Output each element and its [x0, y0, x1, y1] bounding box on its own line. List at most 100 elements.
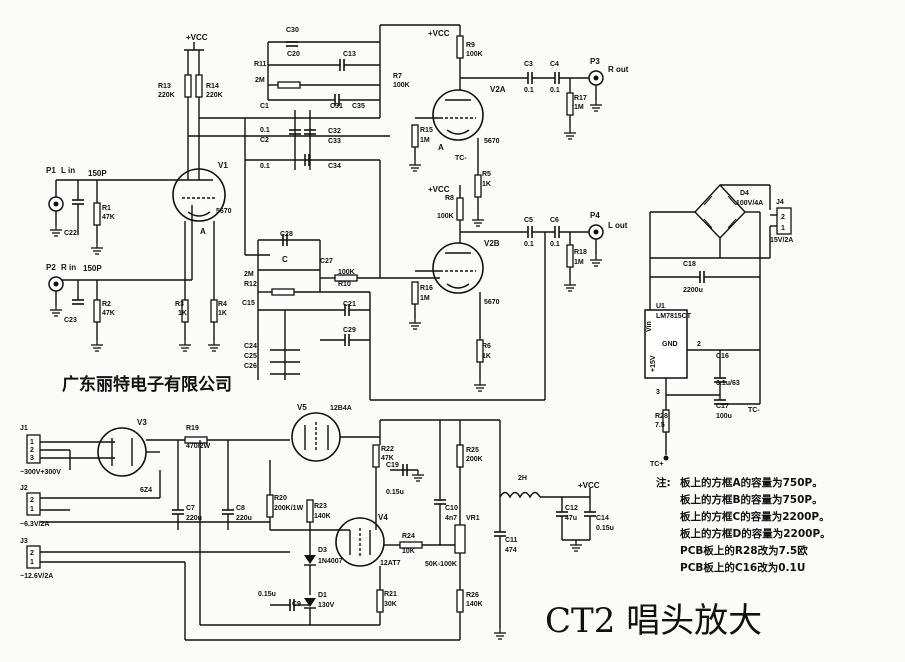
c17-value: 100u: [716, 413, 732, 420]
r2-value: 47K: [102, 310, 115, 317]
r15-label: R15: [420, 127, 433, 134]
c5-value: 0.1: [524, 241, 534, 248]
j1-pin-1: 1: [30, 439, 34, 446]
v3-type-label: 6Z4: [140, 487, 152, 494]
c14-value: 0.15u: [596, 525, 614, 532]
c26-label: C26: [244, 363, 257, 370]
c3-value: 0.1: [524, 87, 534, 94]
c27-label: C27: [320, 258, 333, 265]
r9-label: R9: [466, 42, 475, 49]
d1-value: 130V: [318, 602, 335, 609]
r24-label: R24: [402, 533, 415, 540]
r6-value: 1K: [482, 353, 491, 360]
v2b-stage: [408, 185, 604, 400]
r14-value: 220K: [206, 92, 223, 99]
j4-pin-1: 1: [781, 225, 785, 232]
r25-label: R25: [466, 447, 479, 454]
r18-label: R18: [574, 249, 587, 256]
v3-label: V3: [137, 418, 147, 427]
c33-label: C33: [328, 138, 341, 145]
c3-label: C3: [524, 61, 533, 68]
c9-value: 0.15u: [258, 591, 276, 598]
c6-label: C6: [550, 217, 559, 224]
v1-type-label: 5670: [216, 208, 232, 215]
r12-value: 2M: [244, 271, 254, 278]
p2-label: P2: [46, 263, 56, 272]
c7-value: 220u: [186, 515, 202, 522]
riaa-network-top: [244, 24, 460, 279]
r22-label: R22: [381, 446, 394, 453]
r22-value: 47K: [381, 455, 394, 462]
j2-pin-1: 1: [30, 506, 34, 513]
r26-label: R26: [466, 592, 479, 599]
c16-value: 0.1u/63: [716, 380, 740, 387]
v1-label: V1: [218, 161, 228, 170]
c8-label: C8: [236, 505, 245, 512]
regulator-section: [644, 183, 792, 461]
note-line-2: 板上的方框B的容量为750P。: [680, 493, 823, 506]
c18-value: 2200u: [683, 287, 703, 294]
c10-value: 4n7: [445, 515, 457, 522]
vr1-value: 50K-100K: [425, 561, 457, 568]
r10-value: 100K: [338, 269, 355, 276]
p4-label: P4: [590, 211, 600, 220]
u1-value: LM7815CT: [656, 313, 692, 320]
r4-label: R4: [218, 301, 227, 308]
c16-label: C16: [716, 353, 729, 360]
c29-label: C29: [343, 327, 356, 334]
r8-value: 100K: [437, 213, 454, 220]
vcc-label-v1: +VCC: [186, 33, 208, 42]
tc-minus-v2a: TC-: [455, 155, 467, 162]
notes-block: 注: 板上的方框A的容量为750P。 板上的方框B的容量为750P。 板上的方框…: [656, 476, 831, 574]
j2-value: ~6.3V/2A: [20, 521, 49, 528]
c23-label: C23: [64, 317, 77, 324]
c9-label: C9: [292, 601, 301, 608]
p1-label: P1: [46, 166, 56, 175]
p3-label: P3: [590, 57, 600, 66]
r1-value: 47K: [102, 214, 115, 221]
v2a-label: V2A: [490, 85, 506, 94]
j4-label: J4: [776, 199, 784, 206]
r1-label: R1: [102, 205, 111, 212]
c31-label: C31: [330, 103, 343, 110]
c7-label: C7: [186, 505, 195, 512]
j3-label: J3: [20, 538, 28, 545]
c11-label: C11: [505, 537, 518, 544]
r8-label: R8: [445, 195, 454, 202]
c35-label: C35: [352, 103, 365, 110]
r23-label: R23: [314, 503, 327, 510]
j4-pin-2: 2: [781, 214, 785, 221]
u1-pin2-label: 2: [697, 341, 701, 348]
r16-label: R16: [420, 285, 433, 292]
r25-value: 200K: [466, 456, 483, 463]
tc-minus-label: TC-: [748, 407, 760, 414]
r5-value: 1K: [482, 181, 491, 188]
r20-value: 200K/1W: [274, 505, 304, 512]
v5-label: V5: [297, 403, 307, 412]
d3-value: 1N4007: [318, 558, 343, 565]
c11-value: 474: [505, 547, 517, 554]
l-in-cap-label: 150P: [88, 169, 107, 178]
c4-value: 0.1: [550, 87, 560, 94]
l-out-label: L out: [608, 221, 628, 230]
mark-a-v1: A: [200, 227, 206, 236]
c25-label: C25: [244, 353, 257, 360]
j3-pin-2: 2: [30, 550, 34, 557]
c19-value: 0.15u: [386, 489, 404, 496]
component-labels: +VCC +VCC +VCC +VCC P1 L in 150P P2 R in…: [20, 27, 793, 609]
r-in-label: R in: [61, 263, 76, 272]
r28-label: R28: [655, 413, 668, 420]
tube-v4: [335, 517, 385, 567]
r19-label: R19: [186, 425, 199, 432]
c20-label: C20: [287, 51, 300, 58]
r6-label: R6: [482, 343, 491, 350]
mark-a-v2a: A: [438, 143, 444, 152]
c1-value: 0.1: [260, 127, 270, 134]
vcc-label-psu: +VCC: [578, 481, 600, 490]
vcc-label-v2b: +VCC: [428, 185, 450, 194]
r20-label: R20: [274, 495, 287, 502]
c5-label: C5: [524, 217, 533, 224]
c14-label: C14: [596, 515, 609, 522]
vcc-label-v2a: +VCC: [428, 29, 450, 38]
tube-v3: [97, 427, 147, 477]
